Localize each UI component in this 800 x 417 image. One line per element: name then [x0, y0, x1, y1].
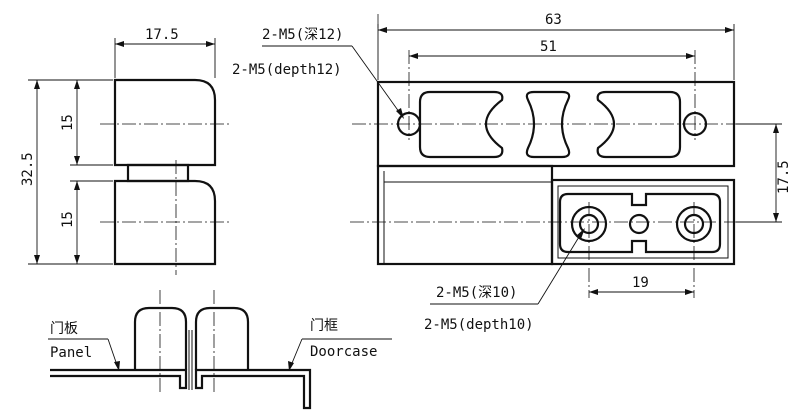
label-panel-en: Panel — [50, 345, 92, 361]
dim-front-overall-width: 63 — [545, 12, 562, 28]
callout-lower-holes-cn: 2-M5(深10) — [436, 285, 517, 301]
lower-bracket — [558, 192, 722, 254]
side-view: 17.5 32.5 15 15 — [20, 27, 232, 275]
dim-side-upper-leaf: 15 — [60, 114, 76, 131]
upper-slot-middle — [525, 90, 571, 159]
lower-hole-center — [628, 213, 650, 235]
installation-view: 门板 Panel 门框 Doorcase — [48, 290, 392, 410]
door-panel — [50, 368, 188, 390]
upper-slot-right — [596, 90, 682, 159]
dim-side-total-height: 32.5 — [20, 152, 36, 186]
label-frame-en: Doorcase — [310, 344, 377, 360]
dim-front-height-offset: 17.5 — [776, 160, 792, 194]
dim-front-hole-spacing-lower: 19 — [632, 275, 649, 291]
callout-lower-holes-en: 2-M5(depth10) — [424, 317, 534, 333]
label-frame-cn: 门框 — [310, 318, 338, 334]
front-view: 63 51 17.5 19 2-M5(深12) 2-M5(depth12) 2-… — [232, 12, 792, 333]
callout-upper-holes-en: 2-M5(depth12) — [232, 62, 342, 78]
door-frame — [194, 368, 312, 410]
dim-side-width: 17.5 — [145, 27, 179, 43]
callout-upper-holes-cn: 2-M5(深12) — [262, 27, 343, 43]
upper-slot-left — [418, 90, 504, 159]
dim-front-hole-spacing-upper: 51 — [540, 39, 557, 55]
label-panel-cn: 门板 — [50, 321, 78, 337]
dim-side-lower-leaf: 15 — [60, 211, 76, 228]
